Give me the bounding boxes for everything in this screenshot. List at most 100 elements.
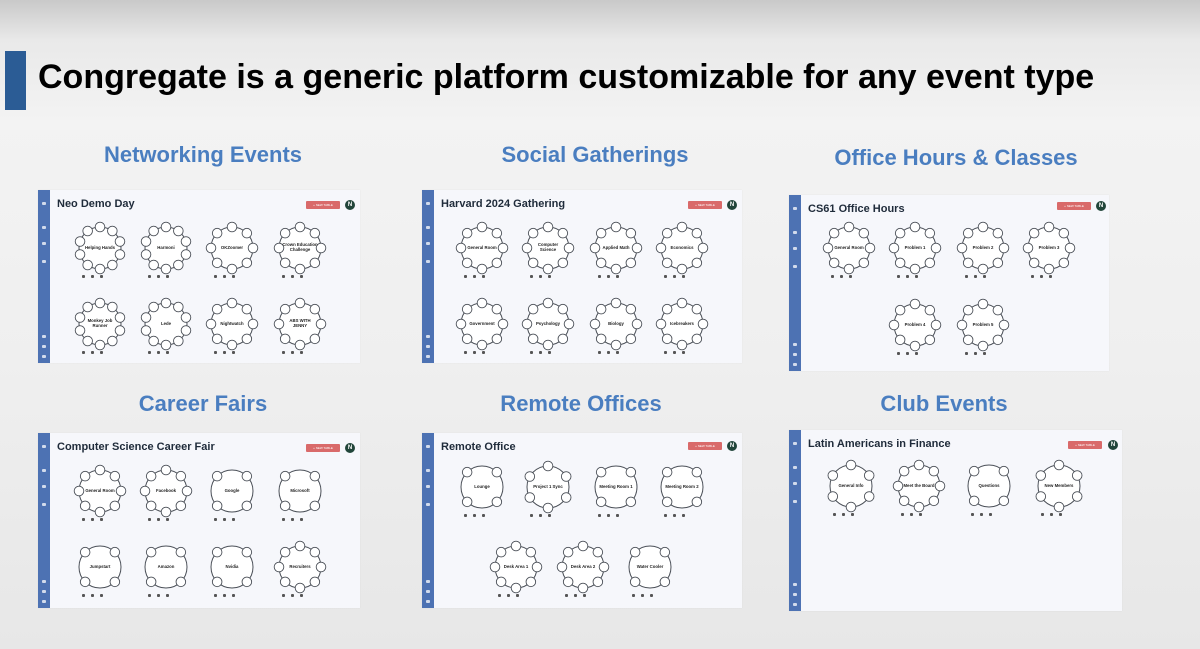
seat-icon[interactable] bbox=[74, 312, 86, 323]
seat-icon[interactable] bbox=[858, 227, 870, 239]
seat-icon[interactable] bbox=[592, 576, 604, 588]
seat-icon[interactable] bbox=[676, 339, 688, 351]
sidebar-bottom-icon[interactable] bbox=[793, 343, 797, 346]
trash-icon[interactable] bbox=[473, 275, 476, 278]
seat-icon[interactable] bbox=[521, 242, 533, 254]
seat-icon[interactable] bbox=[610, 297, 622, 309]
people-icon[interactable] bbox=[166, 275, 169, 278]
seat-icon[interactable] bbox=[659, 546, 671, 558]
seat-icon[interactable] bbox=[226, 339, 238, 351]
new-table-button[interactable]: + NEW TABLE bbox=[306, 444, 340, 452]
seat-icon[interactable] bbox=[173, 301, 184, 313]
seat-icon[interactable] bbox=[491, 227, 503, 239]
sidebar-bottom-icon[interactable] bbox=[42, 335, 46, 338]
table-nvidia[interactable]: Nvidia bbox=[202, 539, 262, 603]
sidebar-nav-icon[interactable] bbox=[793, 500, 797, 503]
user-avatar[interactable]: N bbox=[345, 200, 355, 210]
sidebar-bottom-icon[interactable] bbox=[42, 355, 46, 358]
seat-icon[interactable] bbox=[894, 304, 906, 316]
table-lounge[interactable]: Lounge bbox=[452, 459, 512, 523]
wrench-icon[interactable] bbox=[82, 275, 85, 278]
seat-icon[interactable] bbox=[205, 242, 217, 254]
trash-icon[interactable] bbox=[157, 518, 160, 521]
wrench-icon[interactable] bbox=[901, 513, 904, 516]
wrench-icon[interactable] bbox=[897, 275, 900, 278]
seat-icon[interactable] bbox=[273, 242, 285, 254]
people-icon[interactable] bbox=[682, 514, 685, 517]
seat-icon[interactable] bbox=[315, 561, 327, 573]
seat-icon[interactable] bbox=[542, 460, 554, 472]
seat-icon[interactable] bbox=[843, 263, 855, 275]
seat-icon[interactable] bbox=[655, 318, 667, 330]
seat-icon[interactable] bbox=[148, 301, 159, 313]
seat-icon[interactable] bbox=[542, 297, 554, 309]
sidebar-nav-icon[interactable] bbox=[426, 242, 430, 245]
seat-icon[interactable] bbox=[661, 496, 673, 508]
wrench-icon[interactable] bbox=[530, 351, 533, 354]
seat-icon[interactable] bbox=[74, 249, 86, 260]
user-avatar[interactable]: N bbox=[727, 200, 737, 210]
seat-icon[interactable] bbox=[510, 582, 522, 594]
seat-icon[interactable] bbox=[527, 333, 539, 345]
wrench-icon[interactable] bbox=[1041, 513, 1044, 516]
seat-icon[interactable] bbox=[625, 303, 637, 315]
seat-icon[interactable] bbox=[175, 576, 187, 588]
seat-icon[interactable] bbox=[140, 236, 152, 247]
seat-icon[interactable] bbox=[309, 227, 321, 239]
seat-icon[interactable] bbox=[180, 236, 192, 247]
seat-icon[interactable] bbox=[598, 561, 610, 573]
table-problem-4[interactable]: Problem 4 bbox=[885, 297, 945, 361]
seat-icon[interactable] bbox=[241, 303, 253, 315]
seat-icon[interactable] bbox=[843, 221, 855, 233]
people-icon[interactable] bbox=[166, 518, 169, 521]
seat-icon[interactable] bbox=[998, 319, 1010, 331]
seat-icon[interactable] bbox=[247, 318, 259, 330]
wrench-icon[interactable] bbox=[965, 352, 968, 355]
seat-icon[interactable] bbox=[542, 221, 554, 233]
seat-icon[interactable] bbox=[595, 333, 607, 345]
trash-icon[interactable] bbox=[641, 594, 644, 597]
sidebar-nav-icon[interactable] bbox=[793, 207, 797, 210]
seat-icon[interactable] bbox=[279, 470, 291, 482]
trash-icon[interactable] bbox=[157, 275, 160, 278]
seat-icon[interactable] bbox=[294, 582, 306, 594]
seat-icon[interactable] bbox=[109, 576, 121, 588]
sidebar-nav-icon[interactable] bbox=[793, 466, 797, 469]
seat-icon[interactable] bbox=[309, 333, 321, 345]
people-icon[interactable] bbox=[548, 514, 551, 517]
people-icon[interactable] bbox=[919, 513, 922, 516]
seat-icon[interactable] bbox=[160, 506, 172, 518]
trash-icon[interactable] bbox=[840, 275, 843, 278]
seat-icon[interactable] bbox=[864, 242, 876, 254]
seat-icon[interactable] bbox=[1053, 501, 1065, 513]
new-table-button[interactable]: + NEW TABLE bbox=[688, 442, 722, 450]
wrench-icon[interactable] bbox=[530, 275, 533, 278]
seat-icon[interactable] bbox=[160, 221, 172, 233]
seat-icon[interactable] bbox=[909, 298, 921, 310]
table-jumpstart[interactable]: Jumpstart bbox=[70, 539, 130, 603]
table-economics[interactable]: Economics bbox=[652, 220, 712, 284]
trash-icon[interactable] bbox=[223, 275, 226, 278]
seat-icon[interactable] bbox=[79, 546, 91, 558]
sidebar-nav-icon[interactable] bbox=[793, 442, 797, 445]
sidebar-nav-icon[interactable] bbox=[426, 485, 430, 488]
seat-icon[interactable] bbox=[145, 576, 157, 588]
trash-icon[interactable] bbox=[673, 351, 676, 354]
seat-icon[interactable] bbox=[1058, 227, 1070, 239]
sidebar-nav-icon[interactable] bbox=[42, 503, 46, 506]
seat-icon[interactable] bbox=[822, 242, 834, 254]
table-government[interactable]: Government bbox=[452, 296, 512, 360]
seat-icon[interactable] bbox=[115, 485, 127, 497]
sidebar-nav-icon[interactable] bbox=[42, 485, 46, 488]
table-nightwatch[interactable]: Nightwatch bbox=[202, 296, 262, 360]
wrench-icon[interactable] bbox=[214, 275, 217, 278]
seat-icon[interactable] bbox=[962, 257, 974, 269]
seat-icon[interactable] bbox=[94, 297, 106, 309]
seat-icon[interactable] bbox=[1043, 221, 1055, 233]
seat-icon[interactable] bbox=[315, 318, 327, 330]
seat-icon[interactable] bbox=[992, 257, 1004, 269]
trash-icon[interactable] bbox=[1050, 513, 1053, 516]
seat-icon[interactable] bbox=[894, 227, 906, 239]
seat-icon[interactable] bbox=[531, 561, 543, 573]
seat-icon[interactable] bbox=[145, 546, 157, 558]
